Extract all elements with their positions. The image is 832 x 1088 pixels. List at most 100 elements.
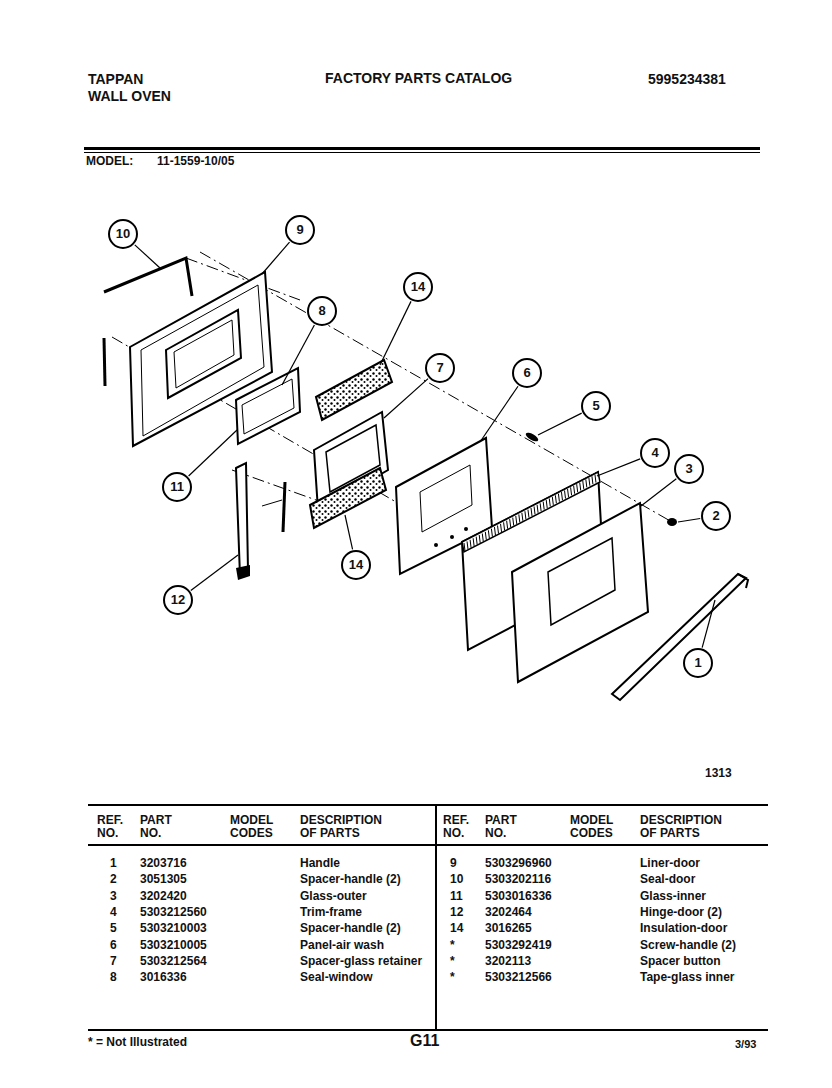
panel-hole	[464, 527, 468, 531]
leader-line	[345, 515, 353, 549]
part-number: 3203716	[140, 857, 187, 870]
part-number: 5303292419	[485, 939, 552, 952]
header-text: TAPPAN	[88, 72, 143, 87]
ref-number: *	[450, 971, 455, 984]
header-rule	[84, 152, 760, 153]
part-description: Liner-door	[640, 857, 700, 870]
part-number: 5303202116	[485, 873, 551, 886]
part-description: Handle	[300, 857, 340, 870]
trim-rib	[574, 486, 575, 494]
table-header: MODEL CODES	[230, 814, 280, 840]
callout-circle: 14	[403, 272, 433, 302]
callout-number: 2	[712, 509, 719, 523]
panel-hole	[450, 535, 454, 539]
trim-rib	[528, 510, 529, 518]
part-description: Spacer-handle (2)	[300, 922, 401, 935]
part-number: 5303212566	[485, 971, 552, 984]
part-number: 5303212564	[140, 955, 207, 968]
callout-number: 9	[296, 223, 303, 237]
trim-rib	[525, 511, 526, 519]
ref-number: 7	[110, 955, 117, 968]
trim-rib	[507, 521, 508, 529]
trim-rib	[488, 530, 489, 538]
footer-text: 3/93	[735, 1038, 756, 1050]
trim-rib	[522, 513, 523, 521]
liner-window	[166, 310, 241, 398]
leader-line	[191, 555, 238, 590]
leader-line	[597, 459, 640, 476]
trim-rib	[470, 540, 471, 548]
ref-number: 6	[110, 939, 117, 952]
panel-window	[420, 465, 472, 532]
callout-number: 8	[318, 304, 325, 318]
callout-number: 6	[523, 366, 530, 380]
ref-number: *	[450, 939, 455, 952]
callout-circle: 4	[640, 438, 670, 468]
part-description: Tape-glass inner	[640, 971, 734, 984]
trim-rib	[543, 502, 544, 510]
trim-rib	[558, 494, 559, 502]
table-header: PART NO.	[485, 814, 525, 840]
table-header: REF. NO.	[97, 814, 131, 840]
trim-rib	[501, 524, 502, 532]
leader-line	[282, 325, 314, 385]
seal-window	[242, 379, 294, 434]
leader-line	[641, 479, 676, 506]
trim-rib	[473, 538, 474, 546]
trim-rib	[467, 541, 468, 549]
trim-rib	[586, 479, 587, 487]
callout-number: 10	[116, 227, 130, 241]
trim-rib	[546, 500, 547, 508]
footer-text: G11	[410, 1032, 439, 1049]
trim-rib	[540, 503, 541, 511]
trim-rib	[583, 481, 584, 489]
callout-circle: 11	[162, 472, 192, 502]
callout-circle: 5	[581, 391, 611, 421]
part-description: Glass-outer	[300, 890, 367, 903]
ref-number: 11	[450, 890, 463, 903]
part-description: Seal-door	[640, 873, 695, 886]
glass-outer	[512, 503, 648, 682]
footer-text: * = Not Illustrated	[88, 1036, 187, 1049]
trim-rib	[568, 489, 569, 497]
leader-line	[262, 242, 290, 274]
hinge-spring	[283, 482, 285, 532]
callout-circle: 14	[341, 550, 371, 580]
callout-circle: 8	[307, 296, 337, 326]
glass-inner	[236, 368, 300, 444]
leader-line	[538, 413, 582, 435]
callout-number: 5	[592, 399, 599, 413]
spacer-handle	[667, 518, 677, 526]
leader-line	[480, 386, 518, 442]
trim-rib	[531, 508, 532, 516]
trim-rib	[592, 476, 593, 484]
trim-rib	[476, 537, 477, 545]
trim-rib	[498, 526, 499, 534]
insulation-door	[310, 468, 386, 528]
part-number: 3202113	[485, 955, 531, 968]
table-divider	[435, 805, 437, 1030]
header-text: 11-1559-10/05	[157, 155, 234, 168]
ref-number: 12	[450, 906, 463, 919]
part-number: 3202420	[140, 890, 187, 903]
catalog-title: FACTORY PARTS CATALOG	[325, 70, 512, 86]
callout-number: 3	[685, 462, 692, 476]
trim-rib	[516, 516, 517, 524]
table-header: PART NO.	[140, 814, 180, 840]
table-rule	[88, 1029, 768, 1031]
ref-number: 2	[110, 873, 117, 886]
glass-window	[548, 538, 615, 625]
ref-number: 3	[110, 890, 117, 903]
callout-circle: 3	[674, 454, 704, 484]
part-description: Glass-inner	[640, 890, 706, 903]
leader-line	[678, 518, 700, 522]
part-number: 3051305	[140, 873, 187, 886]
part-description: Spacer-handle (2)	[300, 873, 401, 886]
header-text: 1313	[705, 767, 732, 780]
callout-circle: 1	[683, 648, 713, 678]
callout-number: 4	[651, 446, 658, 460]
trim-rib	[577, 484, 578, 492]
table-header: MODEL CODES	[570, 814, 620, 840]
ref-number: 5	[110, 922, 117, 935]
trim-rib	[519, 514, 520, 522]
